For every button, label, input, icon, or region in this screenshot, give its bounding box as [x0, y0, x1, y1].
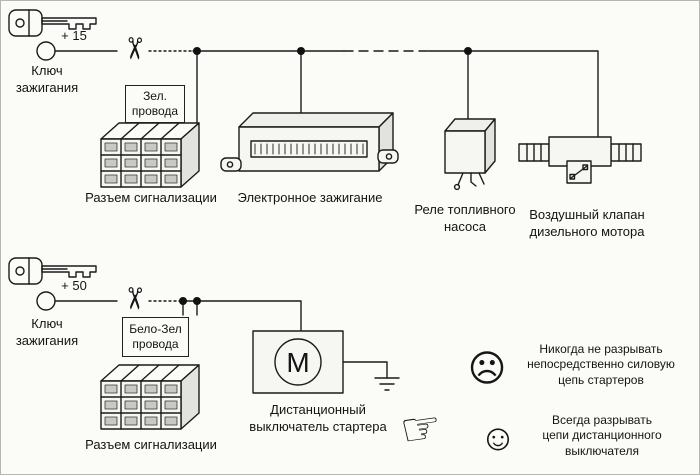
never-break-text: Никогда не разрывать непосредственно сил…	[527, 342, 675, 387]
alarm-connector-label: Разъем сигнализации	[85, 437, 217, 452]
terminal-50-label: + 50	[61, 278, 87, 293]
terminal-15-label: + 15	[61, 28, 87, 43]
ground-symbol	[374, 377, 400, 391]
key-contact-circle	[36, 291, 56, 311]
junction-dot	[193, 47, 201, 55]
smile-face-icon: ☺	[479, 417, 517, 458]
alarm-connector-block	[100, 122, 200, 188]
junction-dot	[464, 47, 472, 55]
always-break-text: Всегда разрывать цепи дистанционного вык…	[542, 413, 662, 458]
ecu-label: Электронное зажигание	[237, 190, 383, 205]
starter-switch-label: Дистанционный выключатель стартера	[249, 402, 387, 434]
junction-dot	[193, 297, 201, 305]
key-contact-circle	[36, 41, 56, 61]
valve-label: Воздушный клапан дизельного мотора	[529, 207, 645, 239]
ignition-key-label: Ключ зажигания	[15, 63, 79, 95]
wire-color-callout: Бело-Зел провода	[122, 317, 189, 357]
alarm-connector-block	[100, 364, 200, 430]
starter-remote-switch: M	[252, 330, 344, 394]
sad-face-icon: ☹	[467, 347, 507, 389]
ecu-box	[220, 112, 399, 172]
air-valve	[518, 136, 642, 184]
pointing-hand-icon: ☞	[396, 399, 446, 457]
wire-bus-top	[192, 50, 599, 138]
ignition-key-label: Ключ зажигания	[15, 316, 79, 348]
motor-symbol: M	[286, 347, 309, 378]
junction-dot	[179, 297, 187, 305]
scissors-icon: ✂	[117, 34, 151, 62]
relay-label: Реле топливного насоса	[414, 202, 516, 234]
fuel-pump-relay	[444, 118, 496, 191]
junction-dot	[297, 47, 305, 55]
wire-color-callout: Зел. провода	[125, 85, 185, 123]
scissors-icon: ✂	[117, 284, 151, 312]
wire-bus-bottom	[178, 300, 388, 379]
alarm-connector-label: Разъем сигнализации	[85, 190, 217, 205]
